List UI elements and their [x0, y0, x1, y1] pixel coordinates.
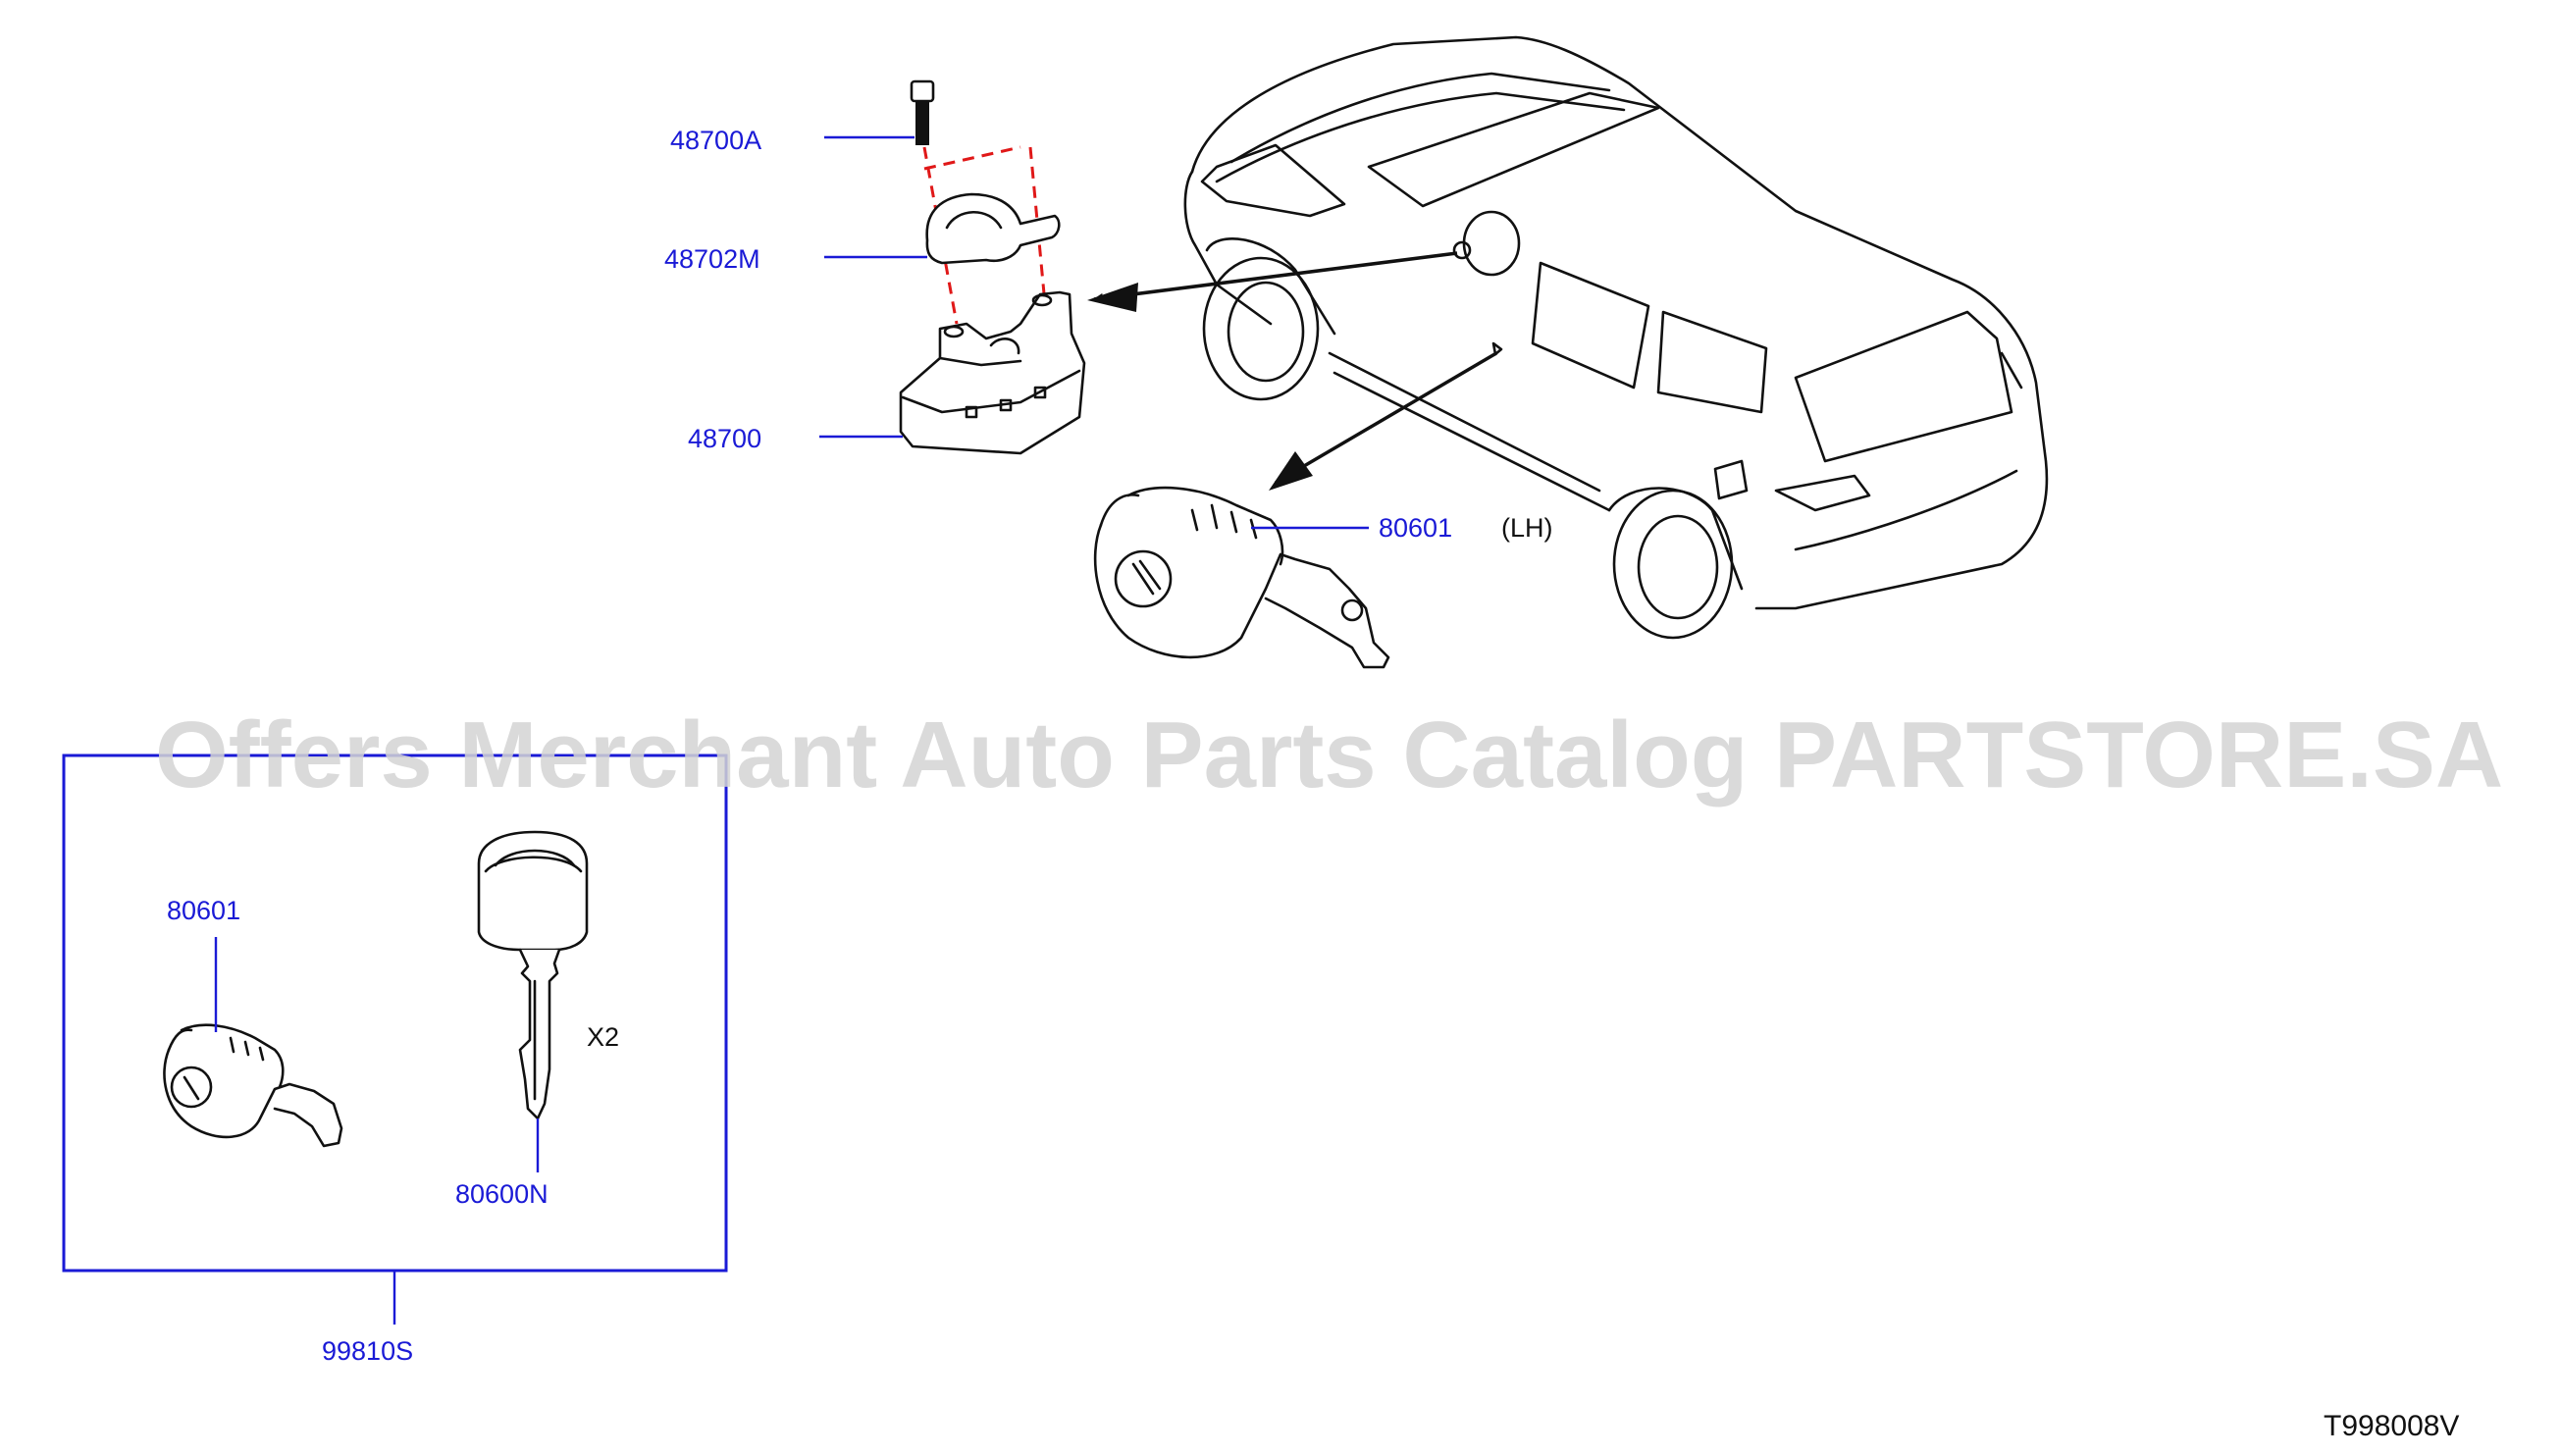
- vehicle-drawing: [1183, 35, 2049, 640]
- arrow-head-steering: [1087, 283, 1138, 312]
- steering-lock-drawing: [899, 290, 1086, 455]
- bolt-drawing: [910, 79, 935, 145]
- arrow-to-door-cylinder: [1275, 351, 1497, 485]
- label-48702M[interactable]: 48702M: [664, 244, 760, 274]
- label-48700A[interactable]: 48700A: [670, 126, 761, 155]
- label-80601-kit[interactable]: 80601: [167, 896, 240, 925]
- arrow-head-cylinder: [1269, 451, 1313, 491]
- door-cylinder-lh-drawing: [1093, 486, 1390, 669]
- kit-box: [62, 754, 728, 1273]
- diagram-id: T998008V: [2324, 1410, 2459, 1442]
- label-80601-lh[interactable]: 80601: [1379, 513, 1452, 543]
- kit-cylinder-drawing: [163, 1023, 343, 1148]
- label-99810S[interactable]: 99810S: [322, 1336, 413, 1366]
- arrow-to-steering-lock: [1093, 251, 1458, 303]
- label-key-qty: X2: [587, 1022, 619, 1052]
- label-lh: (LH): [1501, 513, 1553, 543]
- label-80600N[interactable]: 80600N: [455, 1179, 549, 1209]
- label-48700[interactable]: 48700: [688, 424, 761, 453]
- clamp-drawing: [925, 192, 1061, 265]
- watermark-text: Offers Merchant Auto Parts Catalog PARTS…: [155, 702, 2503, 807]
- key-blank-drawing: [477, 830, 589, 1120]
